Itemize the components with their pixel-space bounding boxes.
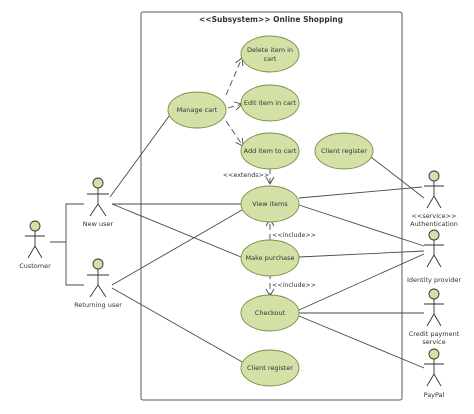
assoc-checkout-paypal: [298, 315, 425, 369]
use-case-delete-item[interactable]: Delete item in cart: [240, 35, 300, 73]
svg-text:Add item to cart: Add item to cart: [244, 147, 297, 155]
svg-text:Client register: Client register: [321, 147, 367, 155]
include-label-upper: <<include>>: [272, 232, 316, 239]
actor-label-paypal: PayPal: [424, 391, 445, 399]
assoc-newuser-managecart: [109, 107, 176, 198]
use-case-view-items[interactable]: View items: [240, 185, 300, 223]
assoc-returning-checkout: [111, 287, 245, 364]
actor-identity-provider[interactable]: Identity provider: [407, 229, 461, 284]
actor-head-icon: [428, 288, 440, 300]
actor-authentication[interactable]: <<service>> Authentication: [410, 170, 458, 228]
actor-label-returning-user: Returning user: [74, 301, 122, 309]
use-case-edit-item[interactable]: Edit item in cart: [240, 84, 300, 122]
generalization: [50, 203, 84, 286]
actor-head-icon: [29, 220, 41, 232]
actor-head-icon: [92, 258, 104, 270]
dep-managecart-edit: [227, 101, 243, 111]
dep-managecart-add: [225, 120, 244, 147]
svg-text:Client register: Client register: [247, 364, 293, 372]
dep-managecart-delete: [225, 57, 244, 96]
include-label-lower: <<include>>: [272, 282, 316, 289]
actor-label-credit-payment-line1: Credit payment: [409, 330, 460, 338]
actor-head-icon: [428, 170, 440, 182]
actor-label-authentication-stereotype: <<service>>: [411, 212, 456, 220]
extends-label: <<extends>>: [223, 172, 269, 179]
actor-label-new-user: New user: [83, 220, 114, 228]
actor-new-user[interactable]: New user: [83, 177, 114, 228]
svg-text:Edit item in cart: Edit item in cart: [244, 99, 297, 107]
actor-label-credit-payment-line2: service: [422, 338, 445, 346]
actor-head-icon: [92, 177, 104, 189]
assoc-checkout-identity: [298, 253, 425, 311]
use-case-checkout[interactable]: Checkout: [240, 294, 300, 332]
svg-text:View items: View items: [252, 200, 288, 208]
use-case-make-purchase[interactable]: Make purchase: [240, 239, 300, 277]
assoc-returning-viewitems: [111, 209, 243, 286]
actor-label-customer: Customer: [19, 262, 51, 270]
svg-text:Manage cart: Manage cart: [177, 106, 218, 114]
actor-label-identity-provider: Identity provider: [407, 276, 461, 284]
actor-label-authentication: Authentication: [410, 220, 458, 228]
actor-credit-payment[interactable]: Credit payment service: [409, 288, 460, 346]
assoc-clientreg-auth: [370, 156, 425, 199]
assoc-viewitems-auth: [298, 186, 423, 199]
actor-head-icon: [428, 229, 440, 241]
assoc-viewitems-identity: [298, 204, 425, 247]
use-case-client-register-top[interactable]: Client register: [314, 132, 374, 170]
assoc-newuser-makepurchase: [111, 203, 242, 258]
use-case-add-item[interactable]: Add item to cart: [240, 132, 300, 170]
svg-text:cart: cart: [264, 55, 277, 63]
use-case-manage-cart[interactable]: Manage cart: [167, 91, 227, 129]
assoc-makepurchase-identity: [298, 250, 425, 258]
actor-paypal[interactable]: PayPal: [424, 348, 445, 399]
svg-text:Checkout: Checkout: [255, 309, 286, 317]
subsystem-title: <<Subsystem>> Online Shopping: [199, 15, 343, 24]
actor-customer[interactable]: Customer: [19, 220, 51, 270]
associations: [109, 107, 425, 369]
dependencies: [225, 57, 275, 297]
svg-text:Make purchase: Make purchase: [245, 254, 294, 262]
actor-head-icon: [428, 348, 440, 360]
use-case-client-register-bottom[interactable]: Client register: [240, 349, 300, 387]
actor-returning-user[interactable]: Returning user: [74, 258, 122, 309]
svg-text:Delete item in: Delete item in: [247, 46, 293, 54]
